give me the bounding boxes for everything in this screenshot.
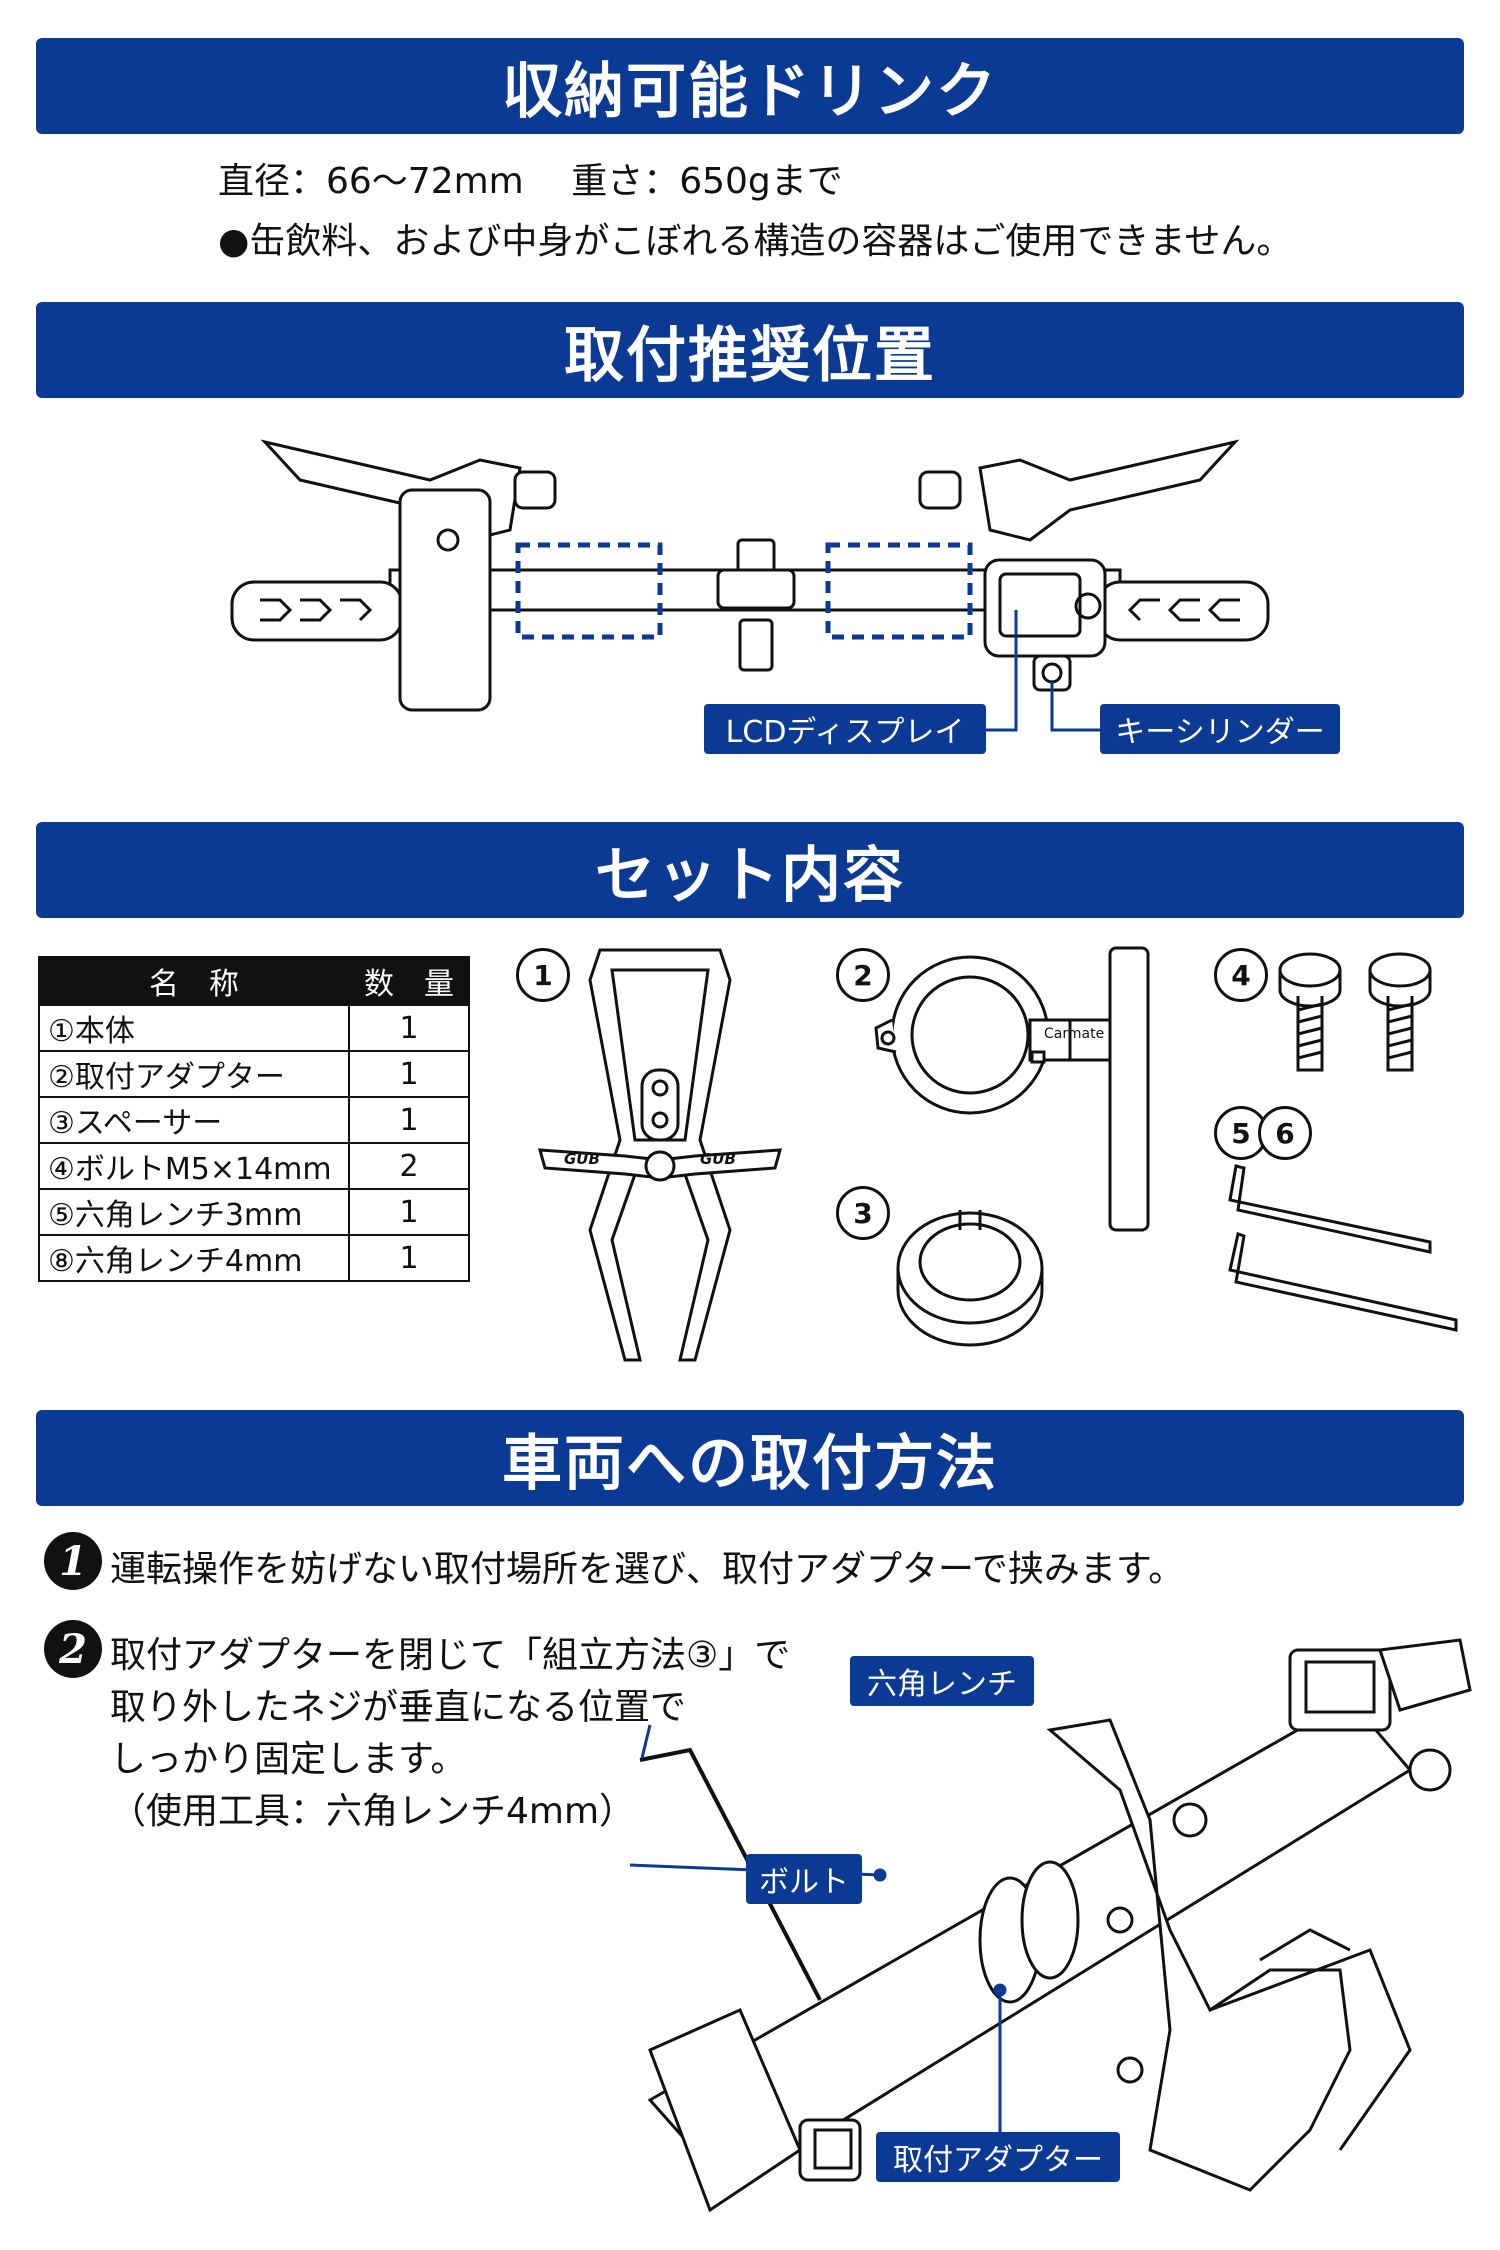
part-qty: 1 <box>348 1188 470 1236</box>
parts-header-qty: 数 量 <box>348 956 470 1006</box>
parts-header-name: 名 称 <box>38 956 350 1006</box>
section-banner-position: 取付推奨位置 <box>36 302 1464 398</box>
handlebar-illustration <box>230 439 1270 732</box>
part-badge-6: 6 <box>1258 1106 1312 1160</box>
step-1-text: 運転操作を妨げない取付場所を選び、取付アダプターで挟みます。 <box>110 1549 1185 1590</box>
part-badge-2: 2 <box>836 948 890 1002</box>
part-name: ②取付アダプター <box>38 1050 350 1098</box>
part-badge-4: 4 <box>1214 948 1268 1002</box>
part-name: ⑧六角レンチ4mm <box>38 1234 350 1282</box>
spacer-illustration <box>896 1210 1044 1347</box>
step-2-line-1: 取付アダプターを閉じて「組立方法③」で <box>110 1635 791 1676</box>
part-name: ①本体 <box>38 1004 350 1052</box>
bolt-label: ボルト <box>746 1854 862 1904</box>
cage-brand-right: GUB <box>700 1150 736 1168</box>
part-qty: 2 <box>348 1142 470 1190</box>
part-qty: 1 <box>348 1050 470 1098</box>
adapter-label: 取付アダプター <box>876 2132 1120 2182</box>
bolts-illustration <box>1278 952 1432 1072</box>
part-qty: 1 <box>348 1096 470 1144</box>
part-qty: 1 <box>348 1004 470 1052</box>
step-number-2: 2 <box>44 1620 102 1678</box>
cage-brand-left: GUB <box>564 1150 600 1168</box>
step-2-line-4: （使用工具：六角レンチ4mm） <box>110 1791 636 1832</box>
adapter-illustration <box>874 946 1150 1232</box>
part-badge-3: 3 <box>836 1186 890 1240</box>
lcd-display-label: LCDディスプレイ <box>704 704 986 754</box>
hex-wrench-label: 六角レンチ <box>850 1656 1034 1706</box>
part-name: ④ボルトM5×14mm <box>38 1142 350 1190</box>
step-number-1: 1 <box>44 1532 102 1590</box>
mounting-illustration <box>629 1638 1472 2213</box>
adapter-brand: Carmate <box>1044 1026 1105 1042</box>
drink-size-spec: 直径：66～72mm 重さ：650gまで <box>218 161 843 202</box>
drink-caution: ●缶飲料、および中身がこぼれる構造の容器はご使用できません。 <box>218 221 1293 262</box>
part-qty: 1 <box>348 1234 470 1282</box>
bottle-cage-illustration <box>537 948 783 1362</box>
step-2-line-3: しっかり固定します。 <box>110 1739 467 1780</box>
step-2-line-2: 取り外したネジが垂直になる位置で <box>110 1687 687 1728</box>
section-banner-drink: 収納可能ドリンク <box>36 38 1464 134</box>
part-badge-1: 1 <box>516 948 570 1002</box>
hex-wrenches-illustration <box>1228 1164 1458 1332</box>
key-cylinder-label: キーシリンダー <box>1100 704 1340 754</box>
part-name: ③スペーサー <box>38 1096 350 1144</box>
part-name: ⑤六角レンチ3mm <box>38 1188 350 1236</box>
section-banner-contents: セット内容 <box>36 822 1464 918</box>
section-banner-mounting: 車両への取付方法 <box>36 1410 1464 1506</box>
